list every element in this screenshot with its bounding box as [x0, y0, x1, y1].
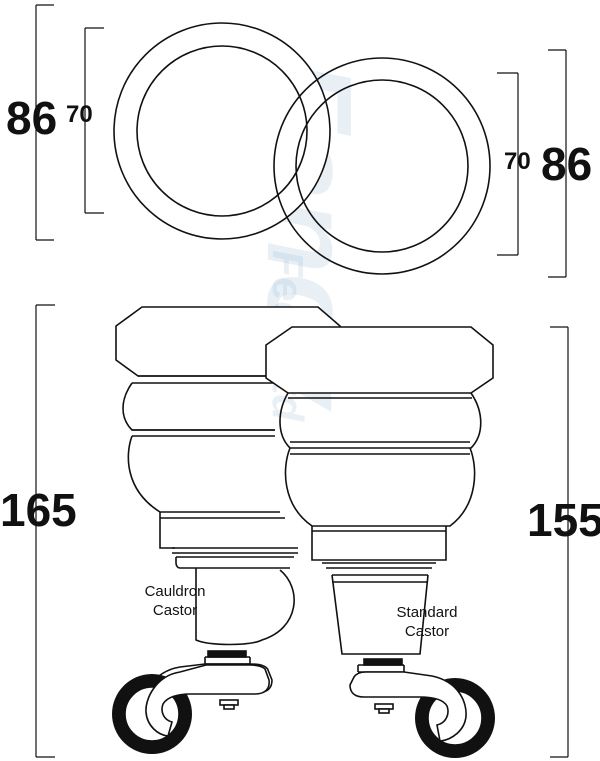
- standard-height-dimension: [550, 326, 569, 758]
- cauldron-height-dimension: [35, 304, 55, 758]
- left-ring: [113, 22, 331, 240]
- right-ring: [273, 57, 491, 275]
- standard-foot: [265, 326, 495, 758]
- cauldron-caption-line1: Cauldron: [144, 583, 206, 600]
- left-ring-outer-label: 86: [6, 92, 58, 144]
- standard-height-label: 155: [527, 494, 600, 546]
- left-ring-outer-dimension: [35, 4, 54, 241]
- right-ring-outer-label: 86: [541, 138, 593, 190]
- standard-castor-caption: Standard Castor: [382, 603, 472, 641]
- right-ring-outer-dimension: [548, 49, 567, 278]
- standard-caption-line2: Castor: [404, 623, 450, 640]
- left-ring-inner-label: 70: [66, 101, 93, 128]
- cauldron-caption-line2: Castor: [152, 602, 198, 619]
- right-ring-inner-dimension: [497, 72, 519, 256]
- right-ring-inner-label: 70: [504, 148, 531, 175]
- left-ring-inner-dimension: [84, 27, 104, 214]
- standard-caption-line1: Standard: [396, 604, 458, 621]
- cauldron-castor-caption: Cauldron Castor: [130, 582, 220, 620]
- cauldron-height-label: 165: [0, 484, 77, 536]
